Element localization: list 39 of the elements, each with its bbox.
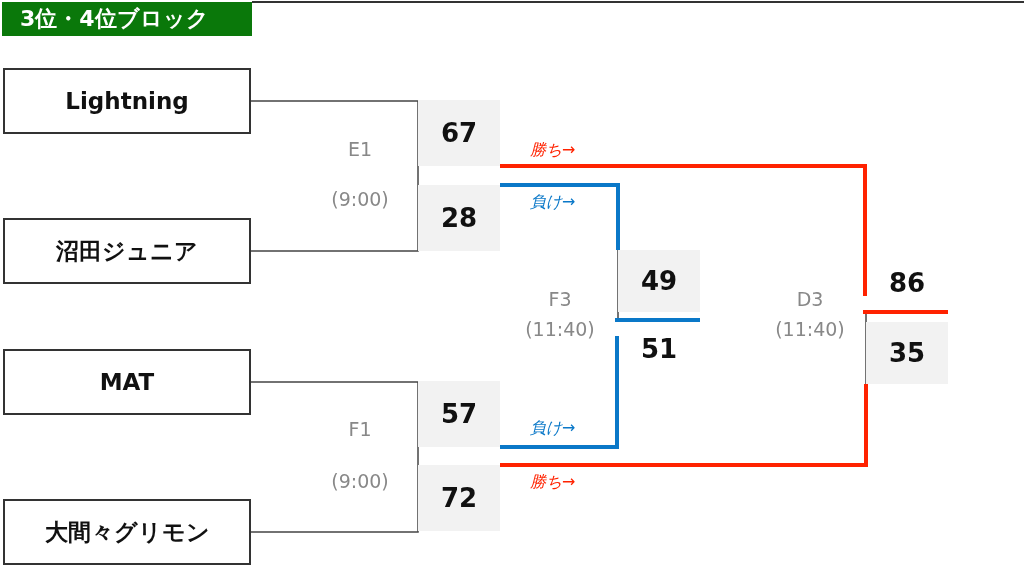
edge-label: 負け→ — [530, 192, 576, 213]
block-title: 3位・4位ブロック — [2, 2, 252, 36]
score-box — [618, 250, 700, 312]
team-name: Lightning — [65, 88, 189, 114]
team-name: 沼田ジュニア — [56, 236, 198, 266]
score-box — [418, 100, 500, 166]
score-value: 35 — [888, 338, 926, 368]
score-text: 51 — [640, 334, 678, 364]
score-text: 86 — [888, 268, 926, 298]
match-code: E1 — [346, 138, 374, 160]
match-time: (11:40) — [774, 318, 846, 340]
team-name: MAT — [99, 369, 155, 395]
match-code: D3 — [795, 288, 825, 310]
score-box — [418, 465, 500, 531]
team-box — [3, 218, 251, 284]
score-box — [418, 185, 500, 251]
edge-label: 勝ち→ — [530, 140, 576, 161]
team-box — [3, 499, 251, 565]
score-box — [418, 381, 500, 447]
match-time: (11:40) — [524, 318, 596, 340]
edge-label: 負け→ — [530, 418, 576, 439]
bracket-line — [500, 384, 868, 467]
score-box — [866, 322, 948, 384]
score-value: 67 — [440, 118, 478, 148]
bracket-line — [500, 183, 620, 250]
score-value: 57 — [440, 399, 478, 429]
match-time: (9:00) — [330, 188, 390, 210]
team-box — [3, 349, 251, 415]
score-value: 49 — [640, 266, 678, 296]
match-code: F3 — [547, 288, 573, 310]
match-code: F1 — [347, 418, 373, 440]
score-value: 28 — [440, 203, 478, 233]
bracket-line — [500, 336, 619, 449]
edge-label: 勝ち→ — [530, 472, 576, 493]
team-box — [3, 68, 251, 134]
team-name: 大間々グリモン — [44, 517, 210, 547]
match-time: (9:00) — [330, 470, 390, 492]
bracket-line — [500, 164, 867, 296]
score-value: 72 — [440, 483, 478, 513]
